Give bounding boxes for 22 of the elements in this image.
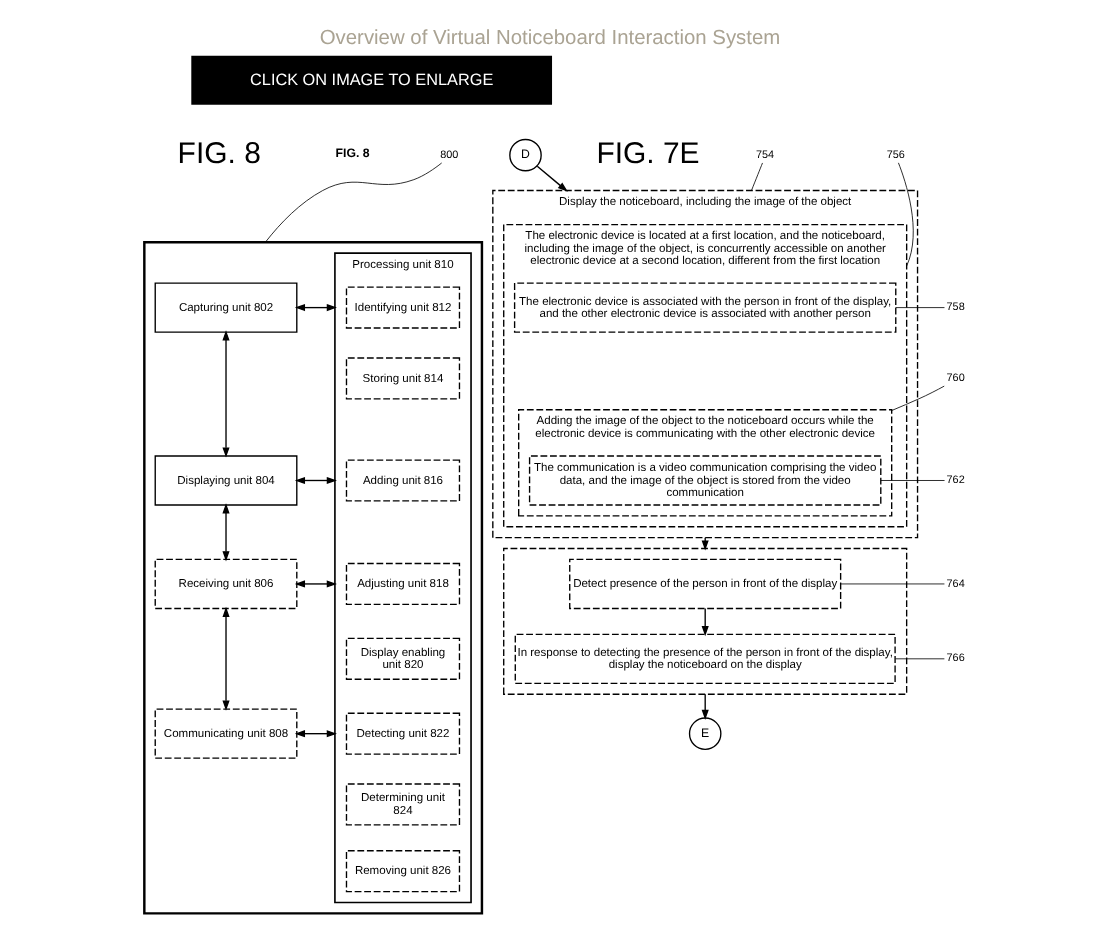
connector [895, 307, 945, 308]
arrow [294, 476, 337, 485]
cluster [503, 547, 908, 695]
label: FIG. 7E [596, 136, 700, 171]
connector [891, 385, 945, 411]
arrow [222, 330, 230, 458]
connector [880, 480, 945, 481]
connector [898, 162, 914, 267]
connector [895, 658, 945, 660]
arrow [294, 580, 337, 588]
arrow [536, 165, 568, 192]
arrow [222, 503, 230, 562]
connector [264, 162, 443, 243]
cluster [143, 241, 484, 915]
arrow [222, 606, 230, 711]
diagram-title: Overview of Virtual Noticeboard Interaction System [319, 27, 781, 50]
arrow [294, 304, 337, 312]
arrow [701, 607, 709, 637]
connector [840, 583, 945, 585]
connector [751, 162, 763, 191]
arrow [294, 730, 337, 738]
label: FIG. 8 [177, 136, 261, 171]
